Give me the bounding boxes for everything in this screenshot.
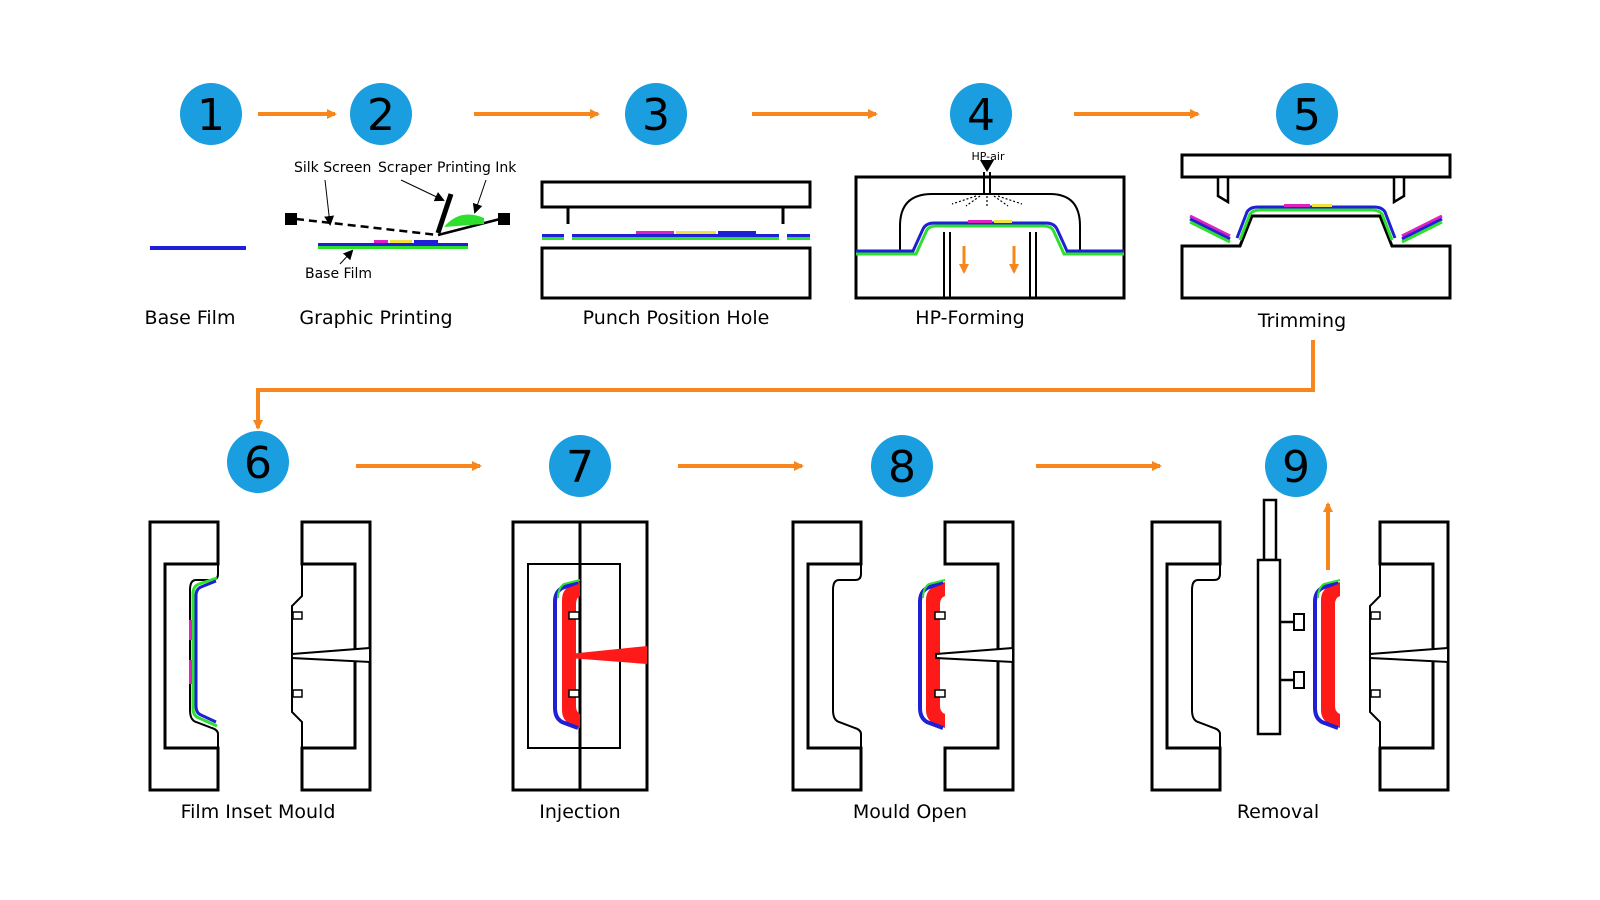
silk-screen — [295, 217, 439, 237]
step-1-label: Base Film — [145, 307, 236, 329]
sprue — [291, 646, 371, 664]
step-9-number: 9 — [1282, 442, 1310, 493]
step-5-badge: 5 — [1276, 83, 1338, 145]
step-6-label: Film Inset Mould — [181, 801, 336, 823]
punch-lower-plate — [540, 246, 812, 300]
step-4-label: HP-Forming — [915, 307, 1024, 329]
printing-ink-label: Printing Ink — [437, 160, 517, 176]
flow-arrows — [253, 109, 1315, 471]
step-3-label: Punch Position Hole — [583, 307, 770, 329]
step-5-number: 5 — [1293, 90, 1321, 141]
step-4-number: 4 — [967, 90, 995, 141]
step-3-number: 3 — [642, 90, 670, 141]
step-8-illustration — [791, 520, 1015, 792]
cavity-mould-removal — [1150, 520, 1222, 792]
step-9-illustration — [1150, 498, 1450, 792]
step-5-label: Trimming — [1257, 310, 1346, 332]
step-9-badge: 9 — [1265, 435, 1327, 497]
cavity-mould-half — [148, 520, 220, 792]
step-8-label: Mould Open — [853, 801, 967, 823]
flow-arrow-5-6 — [253, 340, 1315, 430]
step-3-illustration — [540, 180, 812, 300]
step-6-badge: 6 — [227, 431, 289, 493]
step-3-badge: 3 — [625, 83, 687, 145]
hp-forming-chamber — [854, 175, 1126, 300]
hp-air-label: HP-air — [972, 150, 1005, 163]
step-1-badge: 1 — [180, 83, 242, 145]
step-7-number: 7 — [566, 442, 594, 493]
trim-upper-plate — [1180, 153, 1452, 179]
screen-clamp-right — [498, 213, 510, 225]
scraper-label: Scraper — [378, 160, 432, 176]
step-7-badge: 7 — [549, 435, 611, 497]
finished-part — [1321, 582, 1340, 728]
robot-gripper-plate — [1256, 558, 1282, 736]
printing-ink — [444, 214, 484, 227]
step-6-illustration — [148, 520, 372, 792]
step-9-label: Removal — [1237, 801, 1319, 823]
step-2-illustration: Silk Screen Scraper Printing Ink Base Fi… — [285, 160, 517, 282]
scraper — [435, 193, 454, 234]
step-4-badge: 4 — [950, 83, 1012, 145]
step-2-label: Graphic Printing — [299, 307, 452, 329]
cavity-mould-open — [791, 520, 863, 792]
step-2-badge: 2 — [350, 83, 412, 145]
step-8-number: 8 — [888, 442, 916, 493]
robot-gripper-arm — [1262, 498, 1278, 562]
step-4-illustration: HP-air — [854, 150, 1126, 300]
step-7-label: Injection — [539, 801, 620, 823]
base-film-label: Base Film — [305, 266, 372, 282]
screen-clamp-left — [285, 213, 297, 225]
silk-screen-label: Silk Screen — [294, 160, 371, 176]
step-2-number: 2 — [367, 90, 395, 141]
step-5-illustration — [1180, 153, 1452, 300]
punch-upper-plate — [540, 180, 812, 209]
step-8-badge: 8 — [871, 435, 933, 497]
step-6-number: 6 — [244, 438, 272, 489]
step-7-illustration — [511, 520, 649, 792]
step-1-number: 1 — [197, 90, 225, 141]
trim-lower-die — [1180, 214, 1452, 300]
